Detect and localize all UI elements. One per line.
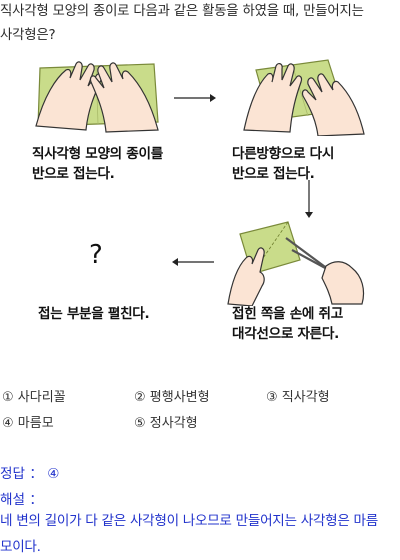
- step4-line-1: 접는 부분을 펼친다.: [38, 306, 150, 322]
- explanation-line-2: 모이다.: [0, 539, 41, 555]
- arrow-right-icon: [174, 94, 216, 102]
- step1-line-1: 직사각형 모양의 종이를: [32, 146, 163, 162]
- question-line-2: 사각형은?: [0, 28, 56, 43]
- step2-line-1: 다른방향으로 다시: [232, 146, 335, 162]
- choice-2-number: ②: [134, 390, 146, 405]
- choice-4-number: ④: [2, 416, 14, 431]
- choice-2-label: 평행사변형: [149, 390, 210, 405]
- choice-3-number: ③: [266, 390, 278, 405]
- answer-label: 정답 ：: [0, 466, 43, 482]
- choice-1-number: ①: [2, 390, 14, 405]
- choice-1-label: 사다리꼴: [17, 390, 66, 405]
- unknown-result-mark: ?: [89, 240, 103, 270]
- choice-4-label: 마름모: [17, 416, 54, 431]
- explanation-label: 해설 ：: [0, 492, 43, 508]
- choice-4[interactable]: ④ 마름모: [2, 412, 54, 431]
- step3-line-1: 접힌 쪽을 손에 쥐고: [232, 306, 343, 322]
- step3-caption: 접힌 쪽을 손에 쥐고 대각선으로 자른다.: [232, 304, 343, 344]
- step3-line-2: 대각선으로 자른다.: [232, 326, 339, 342]
- choice-3-label: 직사각형: [281, 390, 330, 405]
- explanation-line-1: 네 변의 길이가 다 같은 사각형이 나오므로 만들어지는 사각형은 마름: [0, 513, 378, 529]
- fold-again-illustration: [243, 59, 365, 136]
- cut-diagonal-illustration: [227, 221, 365, 306]
- choice-5[interactable]: ⑤ 정사각형: [134, 412, 198, 431]
- arrow-down-icon: [305, 180, 313, 218]
- choice-2[interactable]: ② 평행사변형: [134, 386, 210, 405]
- step1-line-2: 반으로 접는다.: [32, 166, 115, 182]
- choice-3[interactable]: ③ 직사각형: [266, 386, 330, 405]
- choice-5-label: 정사각형: [149, 416, 198, 431]
- choice-1[interactable]: ① 사다리꼴: [2, 386, 66, 405]
- fold-half-illustration: [35, 61, 159, 133]
- question-line-1: 직사각형 모양의 종이로 다음과 같은 활동을 하였을 때, 만들어지는: [0, 4, 364, 19]
- step1-caption: 직사각형 모양의 종이를 반으로 접는다.: [32, 144, 163, 184]
- step2-line-2: 반으로 접는다.: [232, 166, 315, 182]
- step2-caption: 다른방향으로 다시 반으로 접는다.: [232, 144, 334, 184]
- question-text: 직사각형 모양의 종이로 다음과 같은 활동을 하였을 때, 만들어지는 사각형…: [0, 0, 398, 48]
- arrow-left-icon: [172, 258, 214, 266]
- explanation-text: 네 변의 길이가 다 같은 사각형이 나오므로 만들어지는 사각형은 마름 모이…: [0, 508, 400, 560]
- step4-caption: 접는 부분을 펼친다.: [38, 304, 150, 324]
- answer-value: ④: [47, 466, 60, 482]
- choice-5-number: ⑤: [134, 416, 146, 431]
- answer-line: 정답 ： ④: [0, 462, 59, 482]
